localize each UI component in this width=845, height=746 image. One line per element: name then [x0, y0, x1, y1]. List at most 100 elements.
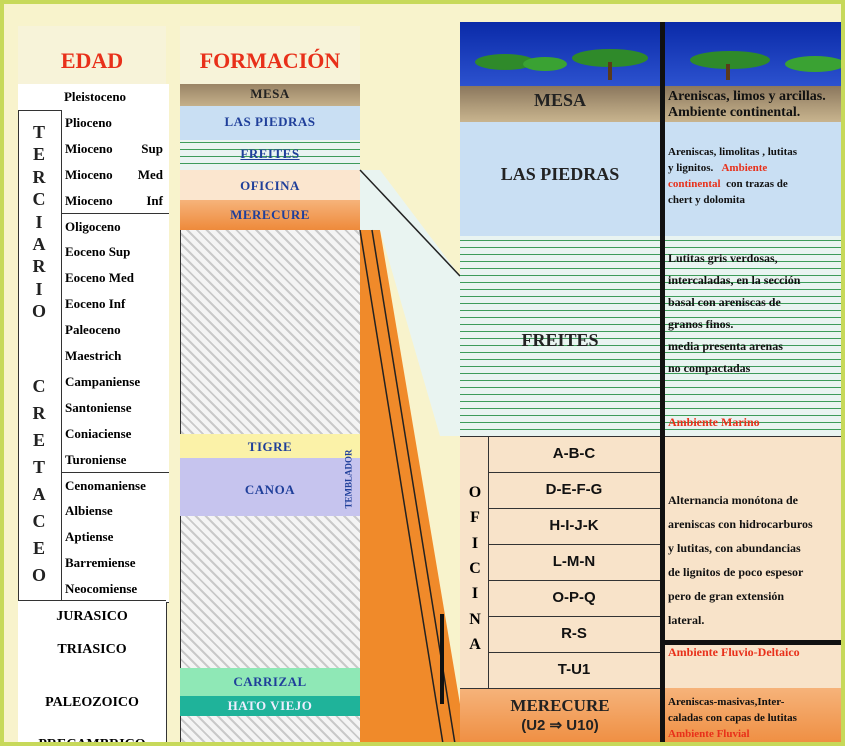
- age-row: Campaniense: [62, 368, 169, 396]
- age-sublabel: Sup: [141, 140, 163, 156]
- wedge-orange: [360, 230, 460, 742]
- desc-line: pero de gran extensión: [668, 589, 785, 603]
- age-label: Neocomiense: [65, 581, 138, 597]
- vertical-letter: I: [471, 534, 479, 552]
- desc-freites-bg: [665, 236, 841, 436]
- fm-canoa-band: [180, 458, 360, 516]
- age-label: Paleoceno: [65, 322, 121, 338]
- formation-header-bg: [180, 26, 360, 84]
- cs-merecure: [460, 688, 660, 742]
- desc-line: intercaladas, en la sección: [668, 273, 801, 287]
- vertical-letter: C: [32, 376, 46, 396]
- age-header: EDAD: [60, 48, 124, 73]
- fm-hatoviejo-band: [180, 696, 360, 716]
- vertical-letter: I: [35, 278, 43, 299]
- desc-mesa-2: Ambiente continental.: [668, 105, 801, 120]
- age-row: Cenomaniense: [62, 472, 169, 500]
- cs-mesa: [460, 86, 660, 122]
- fm-lp-label: LAS PIEDRAS: [224, 114, 316, 129]
- desc-line: basal con areniscas de: [668, 295, 781, 309]
- desc-oficina-env: Ambiente Fluvio-Deltaico: [668, 645, 800, 659]
- desc-line: lateral.: [668, 613, 705, 627]
- oficina-unit-row: O-P-Q: [488, 580, 660, 617]
- age-row: Eoceno Inf: [62, 291, 169, 319]
- cs-merecure-range: (U2 ⇒ U10): [521, 717, 599, 734]
- oficina-unit-row: A-B-C: [488, 436, 660, 473]
- trees: [475, 49, 841, 80]
- desc-line: granos finos.: [668, 317, 734, 331]
- sky-band: [460, 22, 841, 88]
- fm-mesa-band: [180, 84, 360, 106]
- oficina-unit-row: D-E-F-G: [488, 472, 660, 509]
- vertical-letter: A: [32, 484, 46, 504]
- vertical-letter: C: [32, 511, 46, 531]
- desc-oficina-bg: [665, 436, 841, 640]
- age-label: Eoceno Med: [65, 270, 134, 286]
- era-precambrico: PRECAMBRICO: [18, 738, 166, 742]
- vertical-letter: R: [32, 256, 46, 277]
- vertical-letter: E: [32, 144, 45, 165]
- vertical-letter: I: [35, 211, 43, 232]
- cs-freites: [460, 236, 660, 436]
- fm-canoa-label: CANOA: [244, 482, 296, 497]
- vertical-letter: C: [32, 189, 46, 210]
- section-separator: [660, 22, 665, 742]
- desc-lp-2: y lignitos. Ambiente: [668, 162, 768, 174]
- vertical-letter: R: [32, 166, 46, 187]
- vertical-letter: E: [32, 538, 45, 558]
- age-label: Eoceno Sup: [65, 244, 131, 260]
- age-label: Mioceno: [65, 166, 113, 182]
- age-label: Barremiense: [65, 555, 136, 571]
- fm-oficina-band: [180, 170, 360, 200]
- desc-lp-bg: [665, 122, 841, 236]
- cs-lp: [460, 122, 660, 236]
- temblador-label: TEMBLADOR: [343, 449, 354, 509]
- age-label: Campaniense: [65, 373, 141, 389]
- age-label: Cenomaniense: [65, 477, 146, 493]
- desc-line: Lutitas gris verdosas,: [668, 251, 778, 265]
- desc-mesa-bg: [665, 86, 841, 122]
- desc-merecure-env: Ambiente Fluvial: [668, 728, 750, 740]
- cs-oficina: [460, 436, 660, 688]
- fm-carrizal-label: CARRIZAL: [233, 674, 307, 689]
- fm-tigre-band: [180, 434, 360, 458]
- vertical-letter: R: [32, 403, 46, 423]
- age-label: Pleistoceno: [63, 89, 127, 104]
- desc-lp-3: continental con trazas de: [668, 178, 788, 190]
- era-jurasico: JURASICO: [18, 600, 166, 634]
- age-label: Mioceno: [65, 192, 113, 208]
- vertical-letter: O: [468, 484, 482, 501]
- fm-merecure-band: [180, 200, 360, 230]
- age-sublabel: Med: [137, 166, 163, 182]
- vertical-letter: N: [469, 610, 481, 628]
- formation-header: FORMACIÓN: [199, 48, 341, 73]
- desc-oficina-env-bg: [665, 640, 841, 688]
- desc-merecure-bg: [665, 688, 841, 742]
- vertical-letter: I: [471, 585, 479, 603]
- cs-oficina-divider: [488, 436, 489, 688]
- desc-line: de lignitos de poco espesor: [668, 565, 804, 579]
- age-row: Paleoceno: [62, 317, 169, 344]
- age-label: Santoniense: [65, 399, 132, 415]
- fm-mesa-label: MESA: [250, 86, 290, 101]
- fm-oficina-label: OFICINA: [240, 178, 300, 193]
- age-row: Coniaciense: [62, 420, 169, 448]
- fm-merecure-label: MERECURE: [230, 207, 310, 222]
- vertical-letter: F: [470, 509, 480, 527]
- desc-line: Alternancia monótona de: [668, 493, 798, 507]
- age-label: Maestrich: [65, 348, 122, 363]
- vertical-letter: E: [32, 430, 45, 450]
- fm-tigre-label: TIGRE: [247, 439, 293, 454]
- age-label: Oligoceno: [65, 218, 121, 234]
- age-row: Eoceno Med: [62, 265, 169, 293]
- age-row: Pleistoceno: [18, 84, 169, 111]
- vertical-letter: O: [31, 301, 46, 321]
- era-paleozoico: PALEOZOICO: [18, 668, 166, 739]
- correlation-wedge: [359, 169, 461, 742]
- wedge-line-2: [359, 229, 444, 742]
- vertical-letter: O: [31, 565, 46, 585]
- desc-merecure-2: caladas con capas de lutitas: [668, 712, 797, 724]
- cs-freites-label: FREITES: [521, 330, 599, 350]
